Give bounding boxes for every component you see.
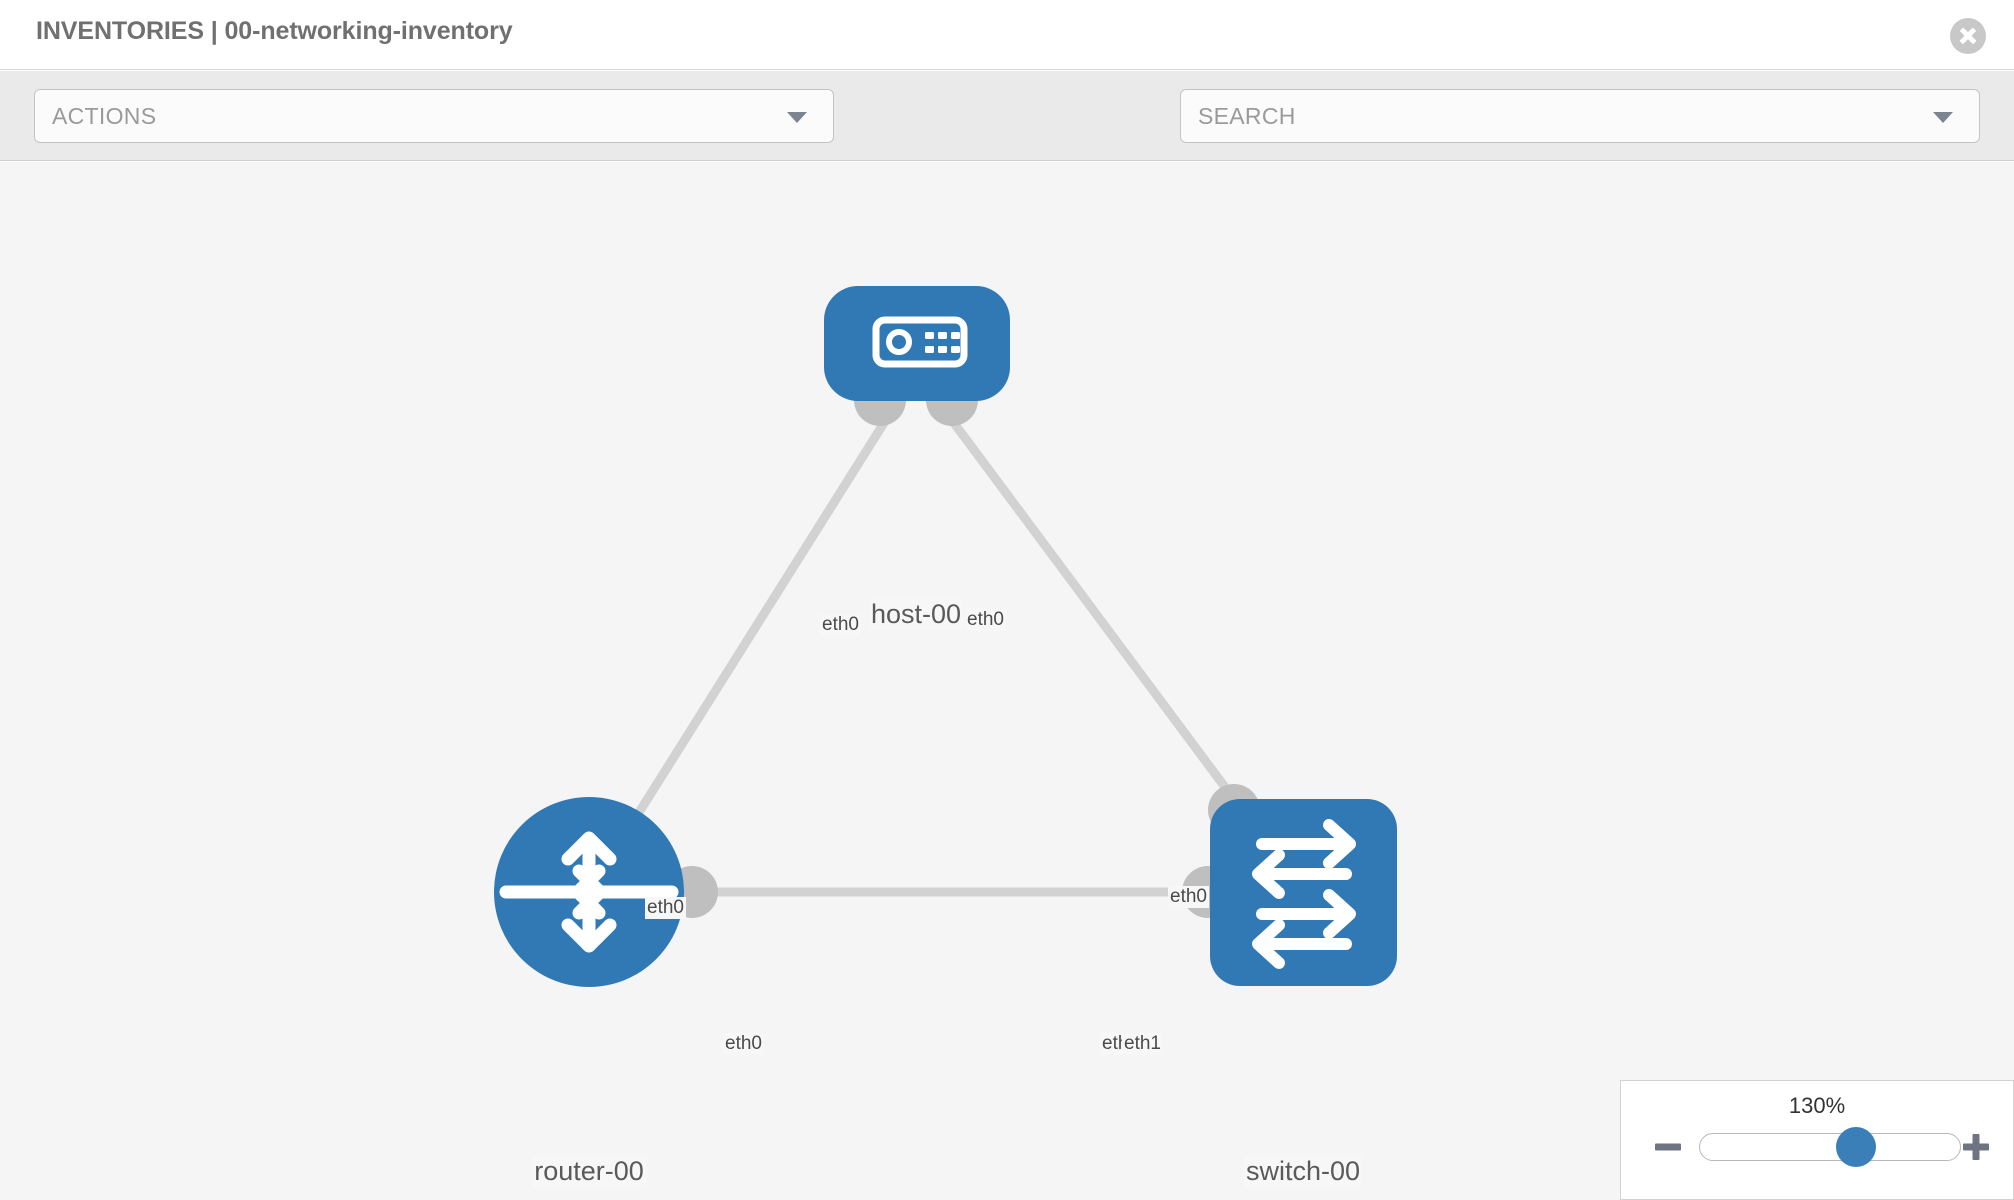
zoom-slider-thumb[interactable]	[1836, 1127, 1876, 1167]
actions-dropdown-label: ACTIONS	[52, 103, 157, 129]
iface-label-router-eth0-trunk: eth0	[723, 1033, 764, 1055]
page-title: INVENTORIES | 00-networking-inventory	[36, 17, 513, 45]
minus-icon	[1655, 1143, 1681, 1151]
iface-label-switch-eth0-uplink: eth0	[1168, 886, 1209, 908]
iface-label-host-eth0-right: eth0	[965, 609, 1006, 631]
page-header: INVENTORIES | 00-networking-inventory	[0, 0, 2014, 70]
node-label-switch-00: switch-00	[1243, 1156, 1363, 1187]
search-placeholder: SEARCH	[1198, 103, 1296, 129]
plus-icon-vertical	[1972, 1134, 1980, 1160]
node-host-00[interactable]	[824, 286, 1010, 401]
search-input[interactable]: SEARCH	[1180, 89, 1980, 143]
node-switch-00[interactable]	[1210, 799, 1397, 986]
chevron-down-icon	[1933, 112, 1953, 123]
iface-label-router-eth0-uplink: eth0	[645, 897, 686, 919]
toolbar: ACTIONS SEARCH	[0, 71, 2014, 202]
node-label-host-00: host-00	[868, 599, 964, 630]
actions-dropdown[interactable]: ACTIONS	[34, 89, 834, 143]
zoom-in-button[interactable]	[1959, 1130, 1993, 1164]
zoom-level-value: 130%	[1788, 1093, 1846, 1118]
iface-label-switch-eth1-trunk: eth1	[1122, 1033, 1163, 1055]
zoom-slider[interactable]	[1699, 1127, 1961, 1167]
topology-graph	[494, 286, 1397, 987]
iface-label-host-eth0-left: eth0	[820, 614, 861, 636]
socket-group	[666, 374, 1260, 918]
close-icon[interactable]	[1950, 18, 1986, 54]
zoom-out-button[interactable]	[1651, 1130, 1685, 1164]
node-router-00[interactable]	[494, 797, 684, 987]
link-router-host[interactable]	[585, 369, 920, 895]
node-label-router-00: router-00	[532, 1156, 646, 1187]
zoom-control-panel: 130%	[1620, 1080, 2014, 1200]
topology-canvas[interactable]: host-00 router-00 switch-00 eth0 eth0 et…	[0, 162, 2014, 1200]
chevron-down-icon	[787, 112, 807, 123]
